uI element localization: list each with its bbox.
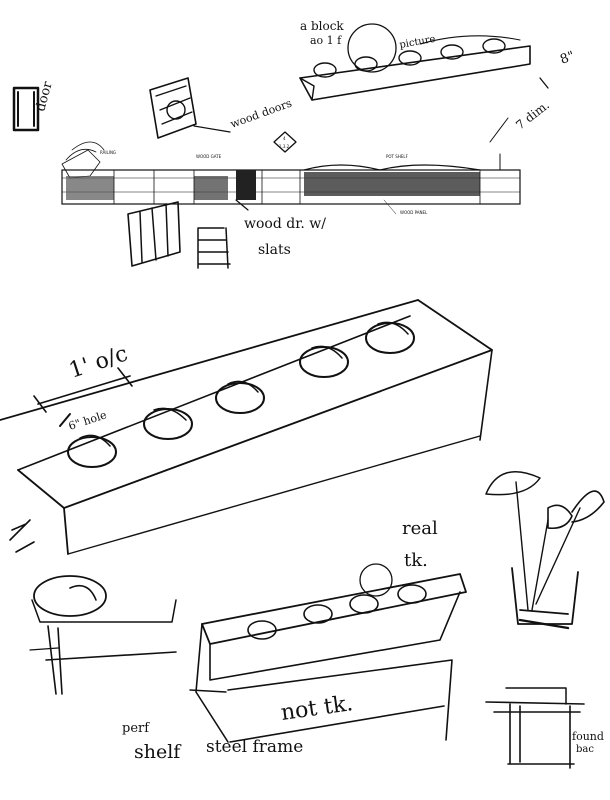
wood-door-slat-detail: wood doors: [149, 77, 294, 139]
section-tag-number: 4: [283, 136, 286, 141]
section-tag-sheet: 1.3.2: [279, 144, 290, 149]
found-note-2: bac: [576, 744, 594, 755]
steel-frame-note: steel frame: [206, 737, 303, 757]
block-sketch: a block ao 1 f picture 8" 7 dim.: [299, 19, 577, 133]
found-detail-sketch: found bac: [485, 687, 604, 769]
railing-label: RAILING: [100, 150, 116, 155]
real-tk-note: tk.: [404, 550, 428, 571]
shelf-note: shelf: [134, 741, 182, 763]
elevation-drawing: RAILING WOOD GATE POT SHELF WOOD PANEL: [61, 117, 521, 215]
planter-sketch: 1' o/c 6" hole: [0, 299, 493, 555]
hole-note: 6" hole: [67, 408, 108, 433]
block-note-2: ao 1 f: [310, 34, 342, 47]
real-note: real: [402, 518, 438, 539]
planter-detail-sketch: real tk. not tk. perf shelf steel frame: [122, 518, 467, 763]
wood-doors-note: wood doors: [229, 96, 294, 130]
block-note-3: picture: [399, 34, 437, 51]
pot-section-sketch: [29, 575, 177, 695]
wood-gate-label: WOOD GATE: [196, 154, 222, 159]
pot-shelf-label: POT SHELF: [386, 154, 409, 159]
not-tk-note: not tk.: [279, 691, 354, 726]
wood-panel-label: WOOD PANEL: [400, 210, 428, 215]
dimension-label: 7 dim.: [513, 98, 552, 133]
slats-note: slats: [258, 242, 291, 258]
spacing-note: 1' o/c: [66, 341, 131, 383]
plant-sketch: [485, 471, 605, 630]
found-note: found: [572, 730, 604, 743]
block-note-1: a block: [300, 19, 344, 33]
door-note: door: [33, 79, 56, 113]
perf-note: perf: [122, 721, 150, 736]
dimension-note: 8": [558, 49, 577, 68]
slat-panel-detail: wood dr. w/ slats: [127, 199, 326, 269]
wood-door-slats-note: wood dr. w/: [244, 216, 326, 232]
door-detail: door: [12, 79, 56, 132]
section-tag: 4 1.3.2: [273, 131, 297, 153]
